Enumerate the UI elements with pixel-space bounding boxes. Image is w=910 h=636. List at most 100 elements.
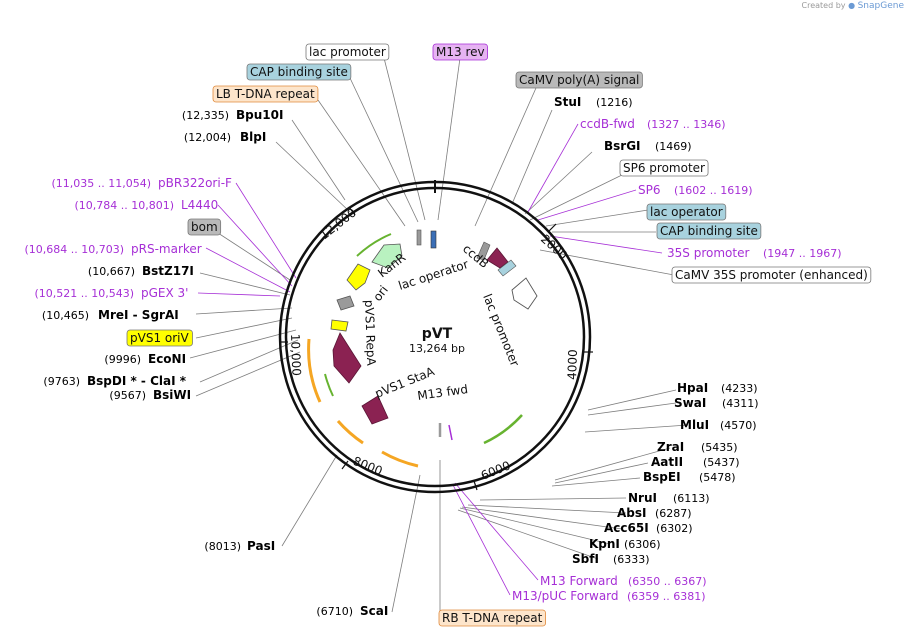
boxed-label-text: pVS1 oriV <box>130 331 190 345</box>
boxed-label-bom[interactable]: bom <box>187 218 222 236</box>
site-position: (1947 .. 1967) <box>763 247 842 260</box>
repa-arrow[interactable] <box>332 332 362 384</box>
site-label[interactable]: MluI(4570) <box>680 418 757 432</box>
site-position: (8013) <box>204 540 241 553</box>
boxed-label-camv-polya[interactable]: CaMV poly(A) signal <box>515 71 643 89</box>
promoter-arrow[interactable] <box>511 277 538 310</box>
orange-arc <box>336 419 364 445</box>
site-name: L4440 <box>181 198 218 212</box>
site-name: ZraI <box>657 440 684 454</box>
site-label[interactable]: (10,667)BstZ17I <box>88 264 194 278</box>
site-name: Bpu10I <box>236 108 283 122</box>
site-position: (5478) <box>699 471 736 484</box>
boxed-label-lac-promoter[interactable]: lac promoter <box>305 43 390 61</box>
boxed-label-box <box>671 266 872 284</box>
site-label[interactable]: (10,521 .. 10,543) pGEX 3' <box>34 286 188 300</box>
bom-block[interactable] <box>336 295 355 311</box>
site-position: (1216) <box>596 96 633 109</box>
kanr-arrow[interactable] <box>371 243 403 269</box>
site-label[interactable]: (6710)ScaI <box>316 604 388 618</box>
boxed-label-rb-tdna-repeat[interactable]: RB T-DNA repeat <box>438 609 546 627</box>
m13-rev-block[interactable] <box>416 229 422 246</box>
tick-label: 4000 <box>565 349 580 380</box>
site-label[interactable]: KpnI(6306) <box>589 537 661 551</box>
boxed-label-box <box>438 609 546 627</box>
site-label[interactable]: (9567) BsiWI <box>109 388 191 402</box>
site-name: 35S promoter <box>667 246 749 260</box>
site-label[interactable]: StuI(1216) <box>554 95 633 109</box>
terminator-block[interactable] <box>476 241 491 261</box>
lac-operator-block[interactable] <box>430 230 437 249</box>
boxed-label-sp6-promoter[interactable]: SP6 promoter <box>619 159 709 177</box>
site-position: (6302) <box>656 522 693 535</box>
site-position: (10,465) <box>42 309 89 322</box>
site-position: (5437) <box>703 456 740 469</box>
site-name: BlpI <box>240 130 266 144</box>
site-position: (6287) <box>655 507 692 520</box>
boxed-label-cap-binding-site-2[interactable]: CAP binding site <box>656 222 762 240</box>
boxed-label-cap-binding-site[interactable]: CAP binding site <box>246 63 352 81</box>
site-label[interactable]: M13/pUC Forward(6359 .. 6381) <box>512 589 706 603</box>
boxed-label-lb-tdna-repeat[interactable]: LB T-DNA repeat <box>212 85 319 103</box>
site-label[interactable]: HpaI(4233) <box>677 381 758 395</box>
staa-arrow[interactable] <box>361 395 389 425</box>
boxed-label-text: CaMV 35S promoter (enhanced) <box>675 268 868 282</box>
site-label[interactable]: AbsI(6287) <box>617 506 692 520</box>
site-label[interactable]: Acc65I(6302) <box>604 521 693 535</box>
site-name: SP6 <box>638 183 661 197</box>
site-label[interactable]: (11,035 .. 11,054)pBR322ori-F <box>51 176 232 190</box>
features <box>330 229 538 441</box>
site-position: (1602 .. 1619) <box>674 184 753 197</box>
site-position: (11,035 .. 11,054) <box>51 177 151 190</box>
site-name: pGEX 3' <box>141 286 188 300</box>
boxed-label-pvs1-oriv[interactable]: pVS1 oriV <box>126 329 193 347</box>
site-label[interactable]: AatII(5437) <box>651 455 740 469</box>
site-label[interactable]: SbfI(6333) <box>572 552 650 566</box>
site-label[interactable]: SwaI(4311) <box>674 396 759 410</box>
site-name: EcoNI <box>148 352 186 366</box>
site-label[interactable]: M13 Forward(6350 .. 6367) <box>540 574 707 588</box>
ori-arrow[interactable] <box>346 263 371 291</box>
site-label[interactable]: NruI(6113) <box>628 491 710 505</box>
site-label[interactable]: (12,335)Bpu10I <box>182 108 284 122</box>
feature-label-lac-promoter: lac promoter <box>480 292 522 368</box>
site-position: (9996) <box>104 353 141 366</box>
site-label[interactable]: (9763)BspDI * - ClaI * <box>43 374 186 388</box>
boxed-label-m13-rev[interactable]: M13 rev <box>432 43 488 61</box>
cap-site-block[interactable] <box>497 259 517 277</box>
oriv-block[interactable] <box>330 319 349 332</box>
site-name: HpaI <box>677 381 708 395</box>
site-label[interactable]: (9996) EcoNI <box>104 352 186 366</box>
site-name: BsiWI <box>153 388 191 402</box>
site-name: NruI <box>628 491 657 505</box>
site-label[interactable]: (10,465)MreI - SgrAI <box>42 308 179 322</box>
site-position: (6333) <box>613 553 650 566</box>
boxed-label-lac-operator[interactable]: lac operator <box>646 203 727 221</box>
site-label[interactable]: BsrGI(1469) <box>604 139 692 153</box>
site-label[interactable]: ccdB-fwd(1327 .. 1346) <box>580 117 726 131</box>
site-label[interactable]: (10,684 .. 10,703)pRS-marker <box>24 242 201 256</box>
site-label[interactable]: (12,004) BlpI <box>184 130 266 144</box>
green-arc <box>483 414 523 445</box>
tick-label: 12,000 <box>317 205 359 242</box>
plasmid-name: pVT <box>422 326 453 342</box>
plasmid-title: pVT 13,264 bp <box>409 326 465 355</box>
backbone-ticks <box>279 206 593 491</box>
site-label[interactable]: BspEI(5478) <box>643 470 736 484</box>
site-position: (6710) <box>316 605 353 618</box>
site-label[interactable]: ZraI(5435) <box>657 440 738 454</box>
boxed-label-text: CaMV poly(A) signal <box>519 73 639 87</box>
site-label[interactable]: 35S promoter (1947 .. 1967) <box>667 246 842 260</box>
site-position: (9567) <box>109 389 146 402</box>
boxed-label-text: CAP binding site <box>660 224 758 238</box>
site-label[interactable]: (10,784 .. 10,801)L4440 <box>74 198 218 212</box>
site-position: (10,521 .. 10,543) <box>34 287 134 300</box>
primer-leader-lines <box>197 123 663 596</box>
boxed-label-box <box>646 203 727 221</box>
boxed-label-camv-35s-promoter[interactable]: CaMV 35S promoter (enhanced) <box>671 266 872 284</box>
snapgene-logo-icon: ● <box>848 1 856 10</box>
boxed-label-text: lac operator <box>650 205 723 219</box>
site-position: (12,004) <box>184 131 231 144</box>
site-label[interactable]: SP6 (1602 .. 1619) <box>638 183 753 197</box>
site-label[interactable]: (8013)PasI <box>204 539 275 553</box>
